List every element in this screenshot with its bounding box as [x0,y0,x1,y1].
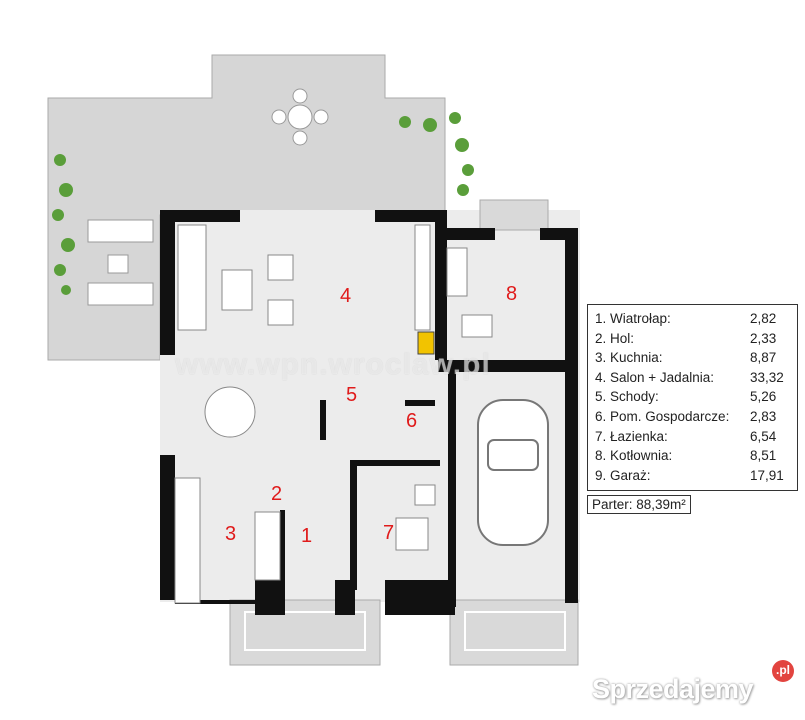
room-area: 5,26 [750,389,777,405]
room-area: 8,87 [750,350,777,366]
car-icon [477,399,549,546]
room-number-7: 7 [383,522,394,544]
room-label: 6. Pom. Gospodarcze: [595,408,730,424]
area-legend: 1. Wiatrołap: 2,82 2. Hol: 2,33 3. Kuchnia… [587,304,798,491]
room-label: 8. Kotłownia: [595,448,673,464]
room-area: 2,33 [750,330,777,346]
boiler-room-step [479,199,549,231]
legend-row: 5. Schody: 5,26 [595,387,792,407]
legend-row: 1. Wiatrołap: 2,82 [595,309,792,329]
terrace-furniture [87,88,329,306]
room-label: 5. Schody: [595,389,659,405]
room-label: 1. Wiatrołap: [595,311,671,326]
room-label: 4. Salon + Jadalnia: [595,369,714,385]
total-area: Parter: 88,39m² [587,495,691,514]
room-area: 33,32 [750,369,784,385]
room-area: 8,51 [750,448,777,464]
legend-row: 6. Pom. Gospodarcze: 2,83 [595,407,792,427]
room-number-5: 5 [346,384,357,406]
room-number-2: 2 [271,483,282,505]
room-number-6: 6 [406,410,417,432]
room-label: 3. Kuchnia: [595,350,663,366]
walls [160,210,578,615]
plants [52,112,474,295]
fireplace-icon [417,331,435,355]
room-area: 6,54 [750,428,777,444]
garage-driveway [449,599,579,666]
room-number-1: 1 [301,525,312,547]
room-area: 17,91 [750,467,784,483]
room-number-4: 4 [340,285,351,307]
watermark: www.wpn.wroclaw.pl [175,348,491,381]
legend-row: 8. Kotłownia: 8,51 [595,446,792,466]
legend-row: 4. Salon + Jadalnia: 33,32 [595,368,792,388]
entrance-porch [229,599,381,666]
room-number-3: 3 [225,523,236,545]
room-area: 2,83 [750,408,777,424]
legend-row: 2. Hol: 2,33 [595,329,792,349]
legend-row: 9. Garaż: 17,91 [595,466,792,486]
sprzedajemy-logo: Sprzedajemy [592,674,754,704]
logo-badge: .pl [772,660,794,682]
room-label: 7. Łazienka: [595,428,668,444]
room-label: 2. Hol: [595,330,635,346]
legend-row: 7. Łazienka: 6,54 [595,427,792,447]
living-furniture [174,224,493,604]
room-label: 9. Garaż: [595,467,651,483]
room-area: 2,82 [750,311,777,326]
room-number-8: 8 [506,283,517,305]
legend-row: 3. Kuchnia: 8,87 [595,348,792,368]
